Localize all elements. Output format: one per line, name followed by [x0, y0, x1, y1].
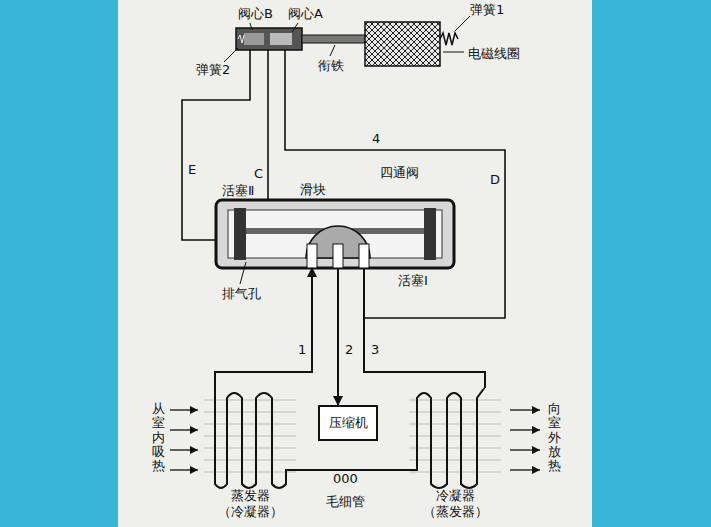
port-number: 2	[345, 342, 353, 357]
pilot-pipes-part	[267, 50, 269, 200]
piston-label: 活塞Ⅱ	[222, 183, 254, 198]
pilot-valve-part	[244, 33, 264, 45]
condenser: 冷凝器（蒸发器）	[405, 388, 505, 520]
leader-lines-part	[443, 52, 464, 53]
compressor-box: 压缩机	[318, 405, 378, 441]
condenser-coil-part-part	[409, 472, 501, 473]
pilot-valve	[236, 28, 368, 50]
air-flow-arrows-part	[170, 409, 198, 410]
pilot-pipes	[182, 50, 505, 318]
air-flow-arrows-part	[170, 429, 198, 430]
capillary-coil: 000	[331, 471, 360, 486]
condenser-coil-part	[409, 400, 501, 472]
node-label: 冷凝器	[405, 488, 505, 504]
evaporator-coil-part-part	[204, 424, 296, 425]
evaporator-coil-part	[215, 388, 300, 488]
port-number: 3	[371, 342, 379, 357]
pipe-number: 4	[372, 131, 380, 146]
condenser-coil-part-part	[409, 436, 501, 437]
evaporator-coil	[204, 388, 300, 488]
evaporator-coil-part-part	[204, 412, 296, 413]
node-label: 四通阀	[380, 165, 419, 181]
refrigerant-pipe	[364, 268, 485, 388]
condenser-coil-part-part	[409, 400, 501, 401]
four-way-valve-body-part	[216, 200, 454, 268]
node-label: 电磁线圈	[468, 46, 520, 62]
node-label: （冷凝器）	[200, 504, 300, 520]
leader-lines	[224, 16, 470, 284]
refrigerant-pipe	[215, 268, 312, 388]
pilot-valve-part	[302, 35, 368, 43]
pipe-letter: C	[254, 166, 263, 181]
four-way-valve-body-part	[424, 208, 436, 260]
evaporator-coil-part-part	[204, 448, 296, 449]
condenser-coil-part-part	[409, 412, 501, 413]
evaporator-coil-part	[204, 400, 296, 472]
air-flow-arrows-part	[170, 469, 198, 470]
evaporator-coil-part-part	[204, 400, 296, 401]
condenser-coil-part-part	[409, 460, 501, 461]
condenser-coil-part	[405, 388, 485, 488]
leader-lines-part	[330, 45, 335, 56]
port-number: 1	[298, 342, 306, 357]
leader-lines-part	[455, 16, 470, 31]
four-way-valve-body	[216, 200, 454, 268]
valve-core: 阀心A	[288, 6, 323, 21]
air-flow-arrows-part	[170, 449, 198, 450]
solenoid: 电磁线圈	[360, 20, 540, 70]
piston-label: 活塞Ⅰ	[398, 273, 428, 288]
pilot-pipes-part	[285, 50, 505, 318]
air-flow-arrows-part	[510, 409, 540, 410]
node-label: 蒸发器	[200, 488, 300, 504]
solenoid-coil-part	[365, 22, 440, 66]
air-flow-arrows-part	[510, 429, 540, 430]
condenser-coil-part-part	[409, 448, 501, 449]
capillary-label: 毛细管	[326, 494, 365, 509]
pipe-letter: D	[490, 172, 500, 187]
leader-lines-part	[224, 48, 238, 62]
armature-label: 衔铁	[318, 58, 344, 73]
air-flow-arrows-part	[510, 449, 540, 450]
spring-label: 弹簧2	[196, 62, 230, 77]
pilot-valve-part	[270, 33, 292, 45]
node-label: （蒸发器）	[405, 504, 505, 520]
evaporator-coil-part-part	[204, 472, 296, 473]
solenoid-coil	[365, 22, 458, 66]
condenser-coil	[405, 388, 501, 488]
evaporator-coil-part-part	[204, 460, 296, 461]
leader-lines-part	[250, 23, 252, 30]
scan-ground	[118, 0, 592, 527]
condenser-coil-part-part	[409, 424, 501, 425]
air-flow-note: 从室内吸热	[152, 402, 165, 473]
four-way-valve-body-part	[359, 244, 369, 268]
air-flow-arrows-part	[510, 469, 540, 470]
pilot-valve-part	[238, 35, 244, 43]
evaporator-coil-part-part	[204, 436, 296, 437]
four-way-valve-body-part	[307, 244, 317, 268]
four-way-valve-body-part	[333, 244, 343, 268]
evaporator: 蒸发器（冷凝器）	[200, 388, 300, 520]
leader-lines-part	[240, 262, 246, 284]
valve-core: 阀心B	[238, 6, 273, 21]
four-way-valve: 四通阀	[215, 165, 455, 268]
slider-label: 滑块	[300, 182, 326, 197]
solenoid-coil-part	[440, 33, 458, 45]
node-label: 压缩机	[329, 415, 368, 431]
four-way-valve-body-part	[234, 208, 246, 260]
pipe-letter: E	[188, 162, 196, 177]
refrigerant-pipe	[337, 268, 339, 405]
leader-lines-part	[292, 23, 298, 32]
air-flow-note: 向室外放热	[548, 402, 561, 473]
spring-label: 弹簧1	[470, 2, 504, 17]
vent-label: 排气孔	[222, 286, 261, 301]
